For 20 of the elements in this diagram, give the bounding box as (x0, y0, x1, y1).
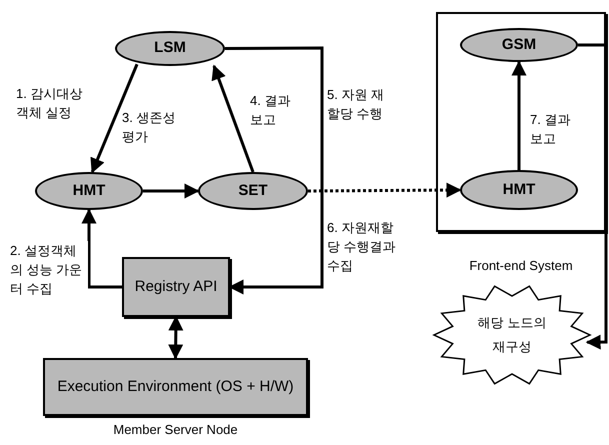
arrow (143, 184, 200, 198)
step-label: 5. 자원 재할당 수행 (327, 86, 386, 123)
arrow (82, 208, 122, 288)
process-box: Registry API (122, 257, 230, 317)
arrow (578, 44, 608, 350)
starburst-node: 해당 노드의 재구성 (432, 283, 592, 387)
ellipse-node: LSM (115, 31, 225, 66)
arrow (225, 46, 324, 294)
arrow (90, 64, 138, 174)
ellipse-node: HMT (35, 172, 143, 210)
arrow (512, 60, 526, 170)
ellipse-node: HMT (460, 170, 578, 210)
caption-text: Member Server Node (112, 422, 239, 438)
step-label: 3. 생존성 평가 (122, 109, 176, 146)
ellipse-node: GSM (460, 28, 578, 62)
edge-label: 2. 설정객체의 성능 가운터 수집 (10, 241, 88, 298)
dotted-arrow (308, 182, 462, 198)
arrow (212, 64, 254, 173)
frame-heading: Front-end System (468, 257, 574, 275)
ellipse-node: SET (198, 172, 308, 210)
